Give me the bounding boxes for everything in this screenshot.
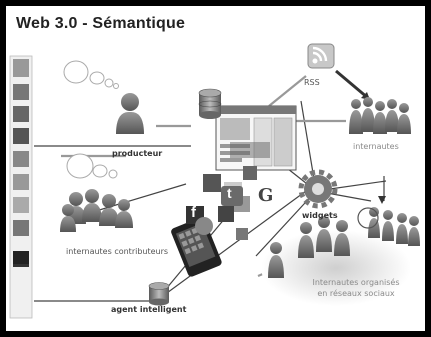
reseaux-sociaux-group [261, 207, 420, 306]
contributeurs-label: internautes contributeurs [66, 247, 169, 256]
tag-icon [13, 197, 29, 213]
pencil-icon [13, 59, 29, 77]
database-icon-agent [148, 282, 170, 306]
photo-icon [13, 106, 29, 122]
facebook-letter: f [191, 204, 196, 221]
flickr-icon [195, 217, 213, 235]
widgets-label: widgets [302, 211, 338, 220]
video-clapper-icon [13, 128, 29, 144]
diagram-canvas: Web 3.0 - Sémantique [6, 6, 425, 331]
contributeurs-group [60, 189, 133, 232]
logo-tile-icon [236, 228, 248, 240]
database-icon-top [198, 88, 222, 119]
reseaux-label-line2: en réseaux sociaux [317, 289, 395, 298]
diagram-graphics [9, 43, 420, 319]
logo-tile-icon [243, 166, 257, 180]
widgets-gear-icon [298, 169, 338, 209]
producteur-label: producteur [112, 149, 163, 158]
document-icon [13, 84, 29, 100]
chat-bubble-icon [13, 174, 29, 190]
reseaux-label-line1: Internautes organisés [312, 278, 400, 287]
internautes-group [349, 97, 411, 134]
bold-arrow-rss-internautes [335, 69, 369, 100]
logo-tile-icon [203, 174, 221, 192]
logo-tile-icon [218, 206, 234, 222]
rss-icon [307, 43, 335, 69]
left-tool-strip [9, 55, 33, 319]
diagram-title: Web 3.0 - Sémantique [16, 15, 186, 32]
image-icon [13, 151, 29, 167]
social-logos [186, 166, 257, 240]
thought-bubbles [63, 60, 119, 179]
twitter-letter: t [227, 185, 232, 201]
agent-intelligent-label: agent intelligent [111, 305, 187, 314]
twitter-icon [221, 186, 243, 206]
google-icon: G [258, 185, 274, 206]
central-website [215, 105, 297, 171]
producteur-person [116, 93, 144, 134]
rss-label: RSS [304, 78, 320, 87]
internautes-label: internautes [353, 142, 399, 151]
card-icon [13, 220, 29, 236]
